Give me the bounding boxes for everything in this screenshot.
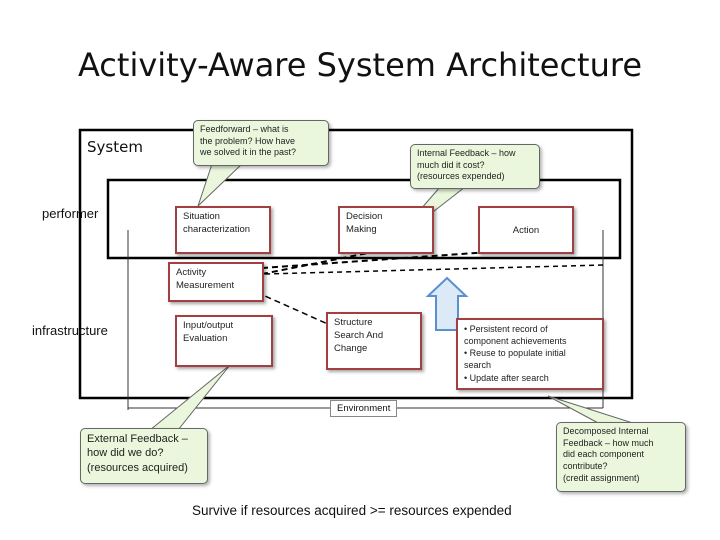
survive-caption: Survive if resources acquired >= resourc… [192, 503, 512, 518]
feedforward-pointer [197, 163, 244, 207]
system-label: System [87, 138, 143, 156]
dashed-activity-action [261, 249, 519, 269]
internal-callout: Internal Feedback – how much did it cost… [410, 144, 540, 189]
persistent-box: • Persistent record of component achieve… [456, 318, 604, 390]
page-title: Activity-Aware System Architecture [77, 46, 643, 84]
decomposed-pointer [547, 395, 637, 425]
feedforward-callout: Feedforward – what is the problem? How h… [193, 120, 329, 166]
decision-box: Decision Making [338, 206, 434, 254]
activity-box: Activity Measurement [168, 262, 264, 302]
external-text: External Feedback – how did we do? (reso… [87, 433, 188, 474]
feedforward-text: Feedforward – what is the problem? How h… [200, 124, 297, 158]
action-text: Action [512, 225, 540, 236]
situation-text: Situation characterization [183, 211, 251, 235]
situation-box: Situation characterization [175, 206, 271, 254]
structure-box: Structure Search And Change [326, 312, 422, 370]
internal-text: Internal Feedback – how much did it cost… [417, 148, 516, 182]
performer-label: performer [42, 206, 99, 221]
io-text: Input/output Evaluation [183, 320, 234, 344]
environment-label: Environment [330, 400, 398, 417]
persistent-text: • Persistent record of component achieve… [464, 324, 567, 383]
decomposed-text: Decomposed Internal Feedback – how much … [563, 426, 654, 483]
dashed-persistent-activity [264, 264, 604, 275]
performer-frame [106, 178, 622, 260]
decomposed-callout: Decomposed Internal Feedback – how much … [556, 422, 686, 492]
infrastructure-label: infrastructure [32, 323, 108, 338]
activity-text: Activity Measurement [176, 267, 235, 291]
decision-text: Decision Making [346, 211, 383, 235]
structure-text: Structure Search And Change [334, 317, 384, 354]
action-box: Action [478, 206, 574, 254]
system-frame [78, 128, 634, 400]
dashed-activity-structure [237, 283, 331, 326]
external-callout: External Feedback – how did we do? (reso… [80, 428, 208, 484]
dashed-activity-decision [261, 249, 384, 275]
io-box: Input/output Evaluation [175, 315, 273, 367]
